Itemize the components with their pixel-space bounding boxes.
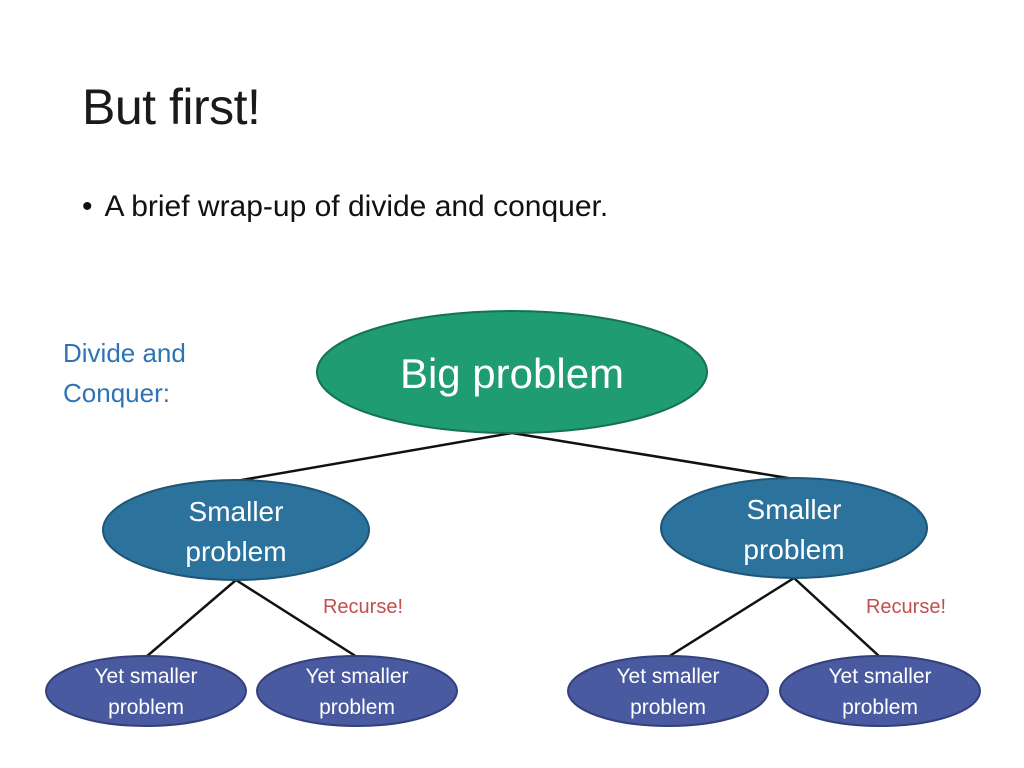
node-label-line1: Smaller [189,496,284,527]
node-label-line1: Yet smaller [616,665,719,688]
side-label-line1: Divide and [63,338,186,368]
recurse-label-right: Recurse! [866,596,946,618]
node-label-line2: problem [108,696,184,719]
root-node-label: Big problem [400,350,624,397]
node-label-line2: problem [842,696,918,719]
side-label-line2: Conquer: [63,378,170,408]
edge-root-left [235,431,513,483]
edge-left-left [145,579,237,658]
node-label-line1: Smaller [747,494,842,525]
slide-title: But first! [82,79,261,135]
bullet-dot-icon: • [82,190,93,223]
yet-smaller-node-4: Yet smaller problem [779,655,981,727]
tree-edges [145,431,881,659]
edge-root-right [511,431,795,481]
divide-and-conquer-label: Divide and Conquer: [63,333,186,413]
node-label-line1: Yet smaller [305,665,408,688]
edge-left-right [235,578,358,659]
node-label-line2: problem [185,536,286,567]
recurse-label-left: Recurse! [323,596,403,618]
bullet-item: • A brief wrap-up of divide and conquer. [82,190,608,224]
smaller-problem-node-right: Smaller problem [660,477,928,579]
node-label-line1: Yet smaller [94,665,197,688]
node-label-line1: Yet smaller [828,665,931,688]
node-label-line2: problem [743,534,844,565]
yet-smaller-node-2: Yet smaller problem [256,655,458,727]
bullet-text: A brief wrap-up of divide and conquer. [104,190,609,223]
smaller-problem-node-left: Smaller problem [102,479,370,581]
node-label-line2: problem [630,696,706,719]
edge-right-right [793,577,881,658]
yet-smaller-node-3: Yet smaller problem [567,655,769,727]
node-label-line2: problem [319,696,395,719]
edge-right-left [667,576,795,659]
yet-smaller-node-1: Yet smaller problem [45,655,247,727]
root-node: Big problem [316,310,708,434]
